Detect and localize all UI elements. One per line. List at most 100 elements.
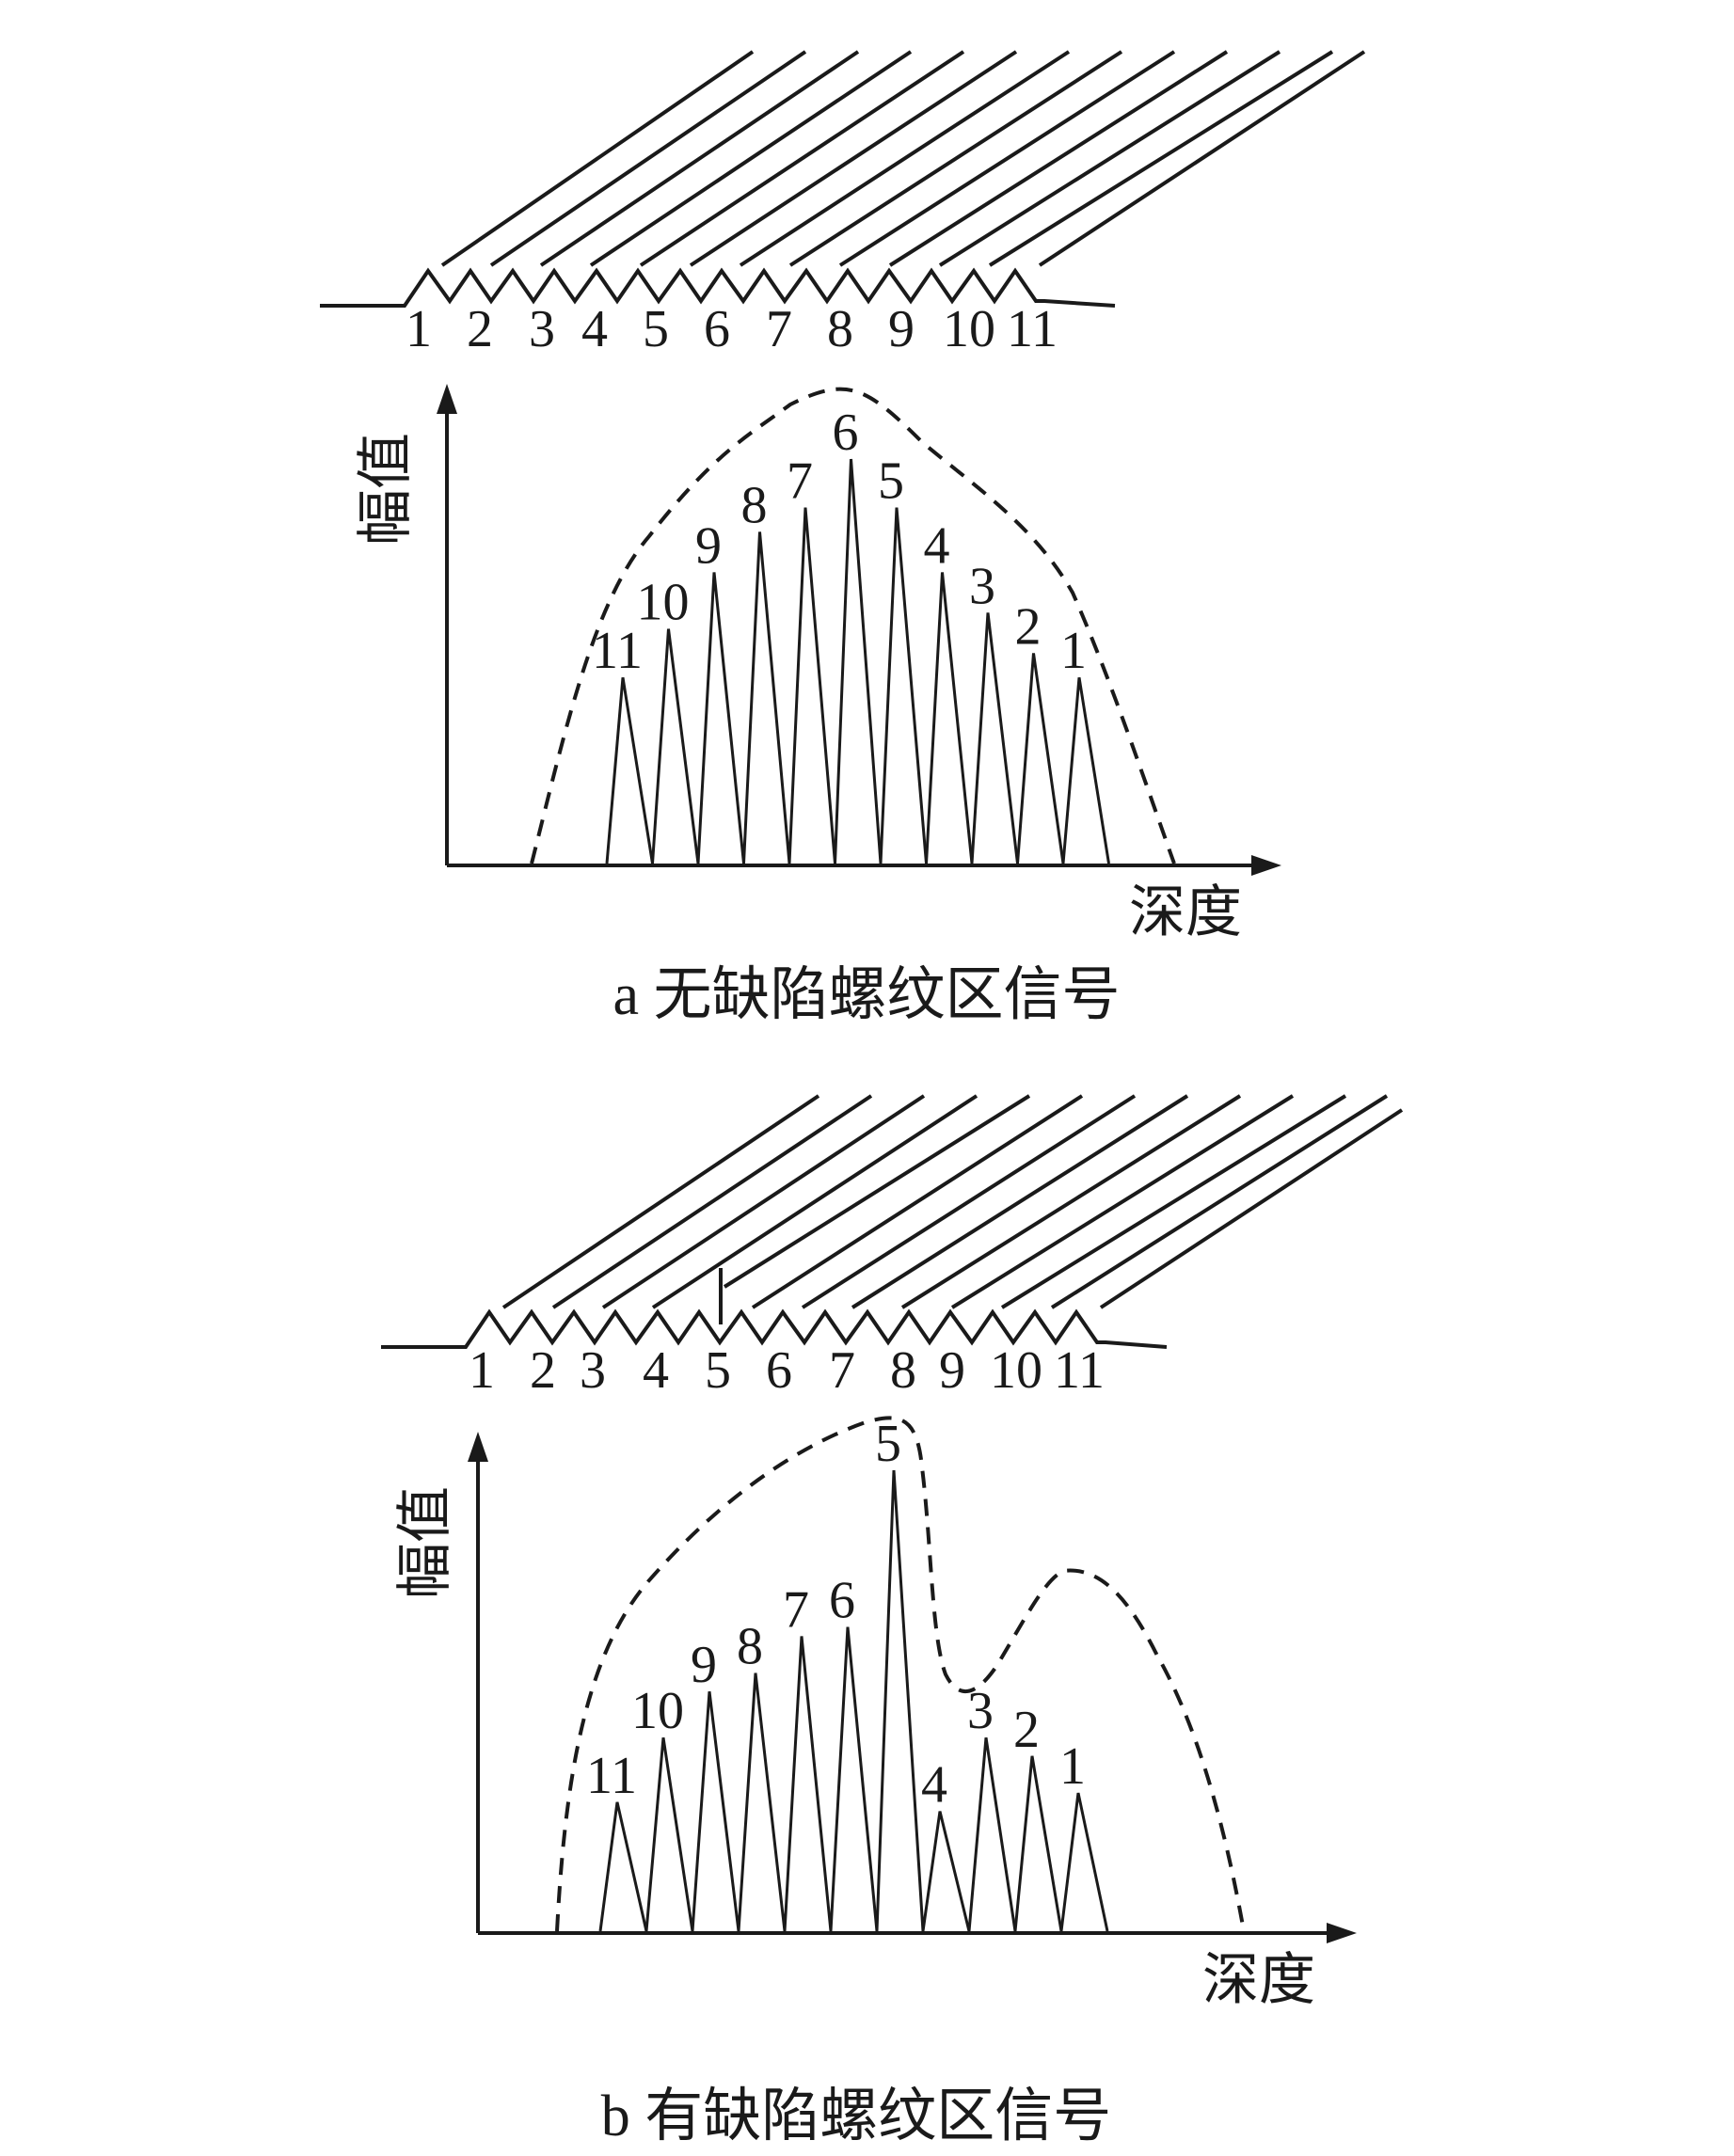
signal-peak bbox=[970, 612, 1019, 864]
thread-slant bbox=[788, 50, 1123, 267]
thread-numbers-b: 1 2 3 4 5 6 7 8 9 10 11 bbox=[469, 1341, 1105, 1400]
thread-number: 11 bbox=[1054, 1341, 1105, 1400]
signal-peak bbox=[691, 1691, 740, 1932]
thread-slant bbox=[589, 50, 913, 267]
thread-number: 6 bbox=[704, 300, 730, 358]
peak-label: 3 bbox=[969, 557, 995, 615]
thread-number: 2 bbox=[467, 300, 493, 358]
peak-label: 11 bbox=[586, 1747, 637, 1805]
thread-number: 8 bbox=[827, 300, 853, 358]
peak-label: 7 bbox=[783, 1580, 809, 1639]
thread-number: 1 bbox=[406, 300, 432, 358]
thread-slant bbox=[888, 50, 1229, 267]
peak-label: 1 bbox=[1060, 622, 1087, 680]
thread-slant bbox=[1000, 1094, 1347, 1309]
thread-slant bbox=[838, 50, 1176, 267]
thread-profile-b: 1 2 3 4 5 6 7 8 9 10 11 bbox=[381, 1094, 1404, 1400]
axes-b: 幅值 深度 bbox=[394, 1432, 1357, 2011]
thread-number: 11 bbox=[1007, 300, 1058, 358]
x-axis-arrow-b bbox=[1327, 1923, 1357, 1943]
signal-peak bbox=[1016, 653, 1065, 864]
signal-peak bbox=[1061, 676, 1110, 864]
thread-slant bbox=[689, 50, 1018, 267]
signal-peak bbox=[1059, 1792, 1109, 1932]
signal-peak bbox=[875, 1469, 925, 1932]
thread-slant bbox=[723, 1094, 1031, 1289]
thread-number: 8 bbox=[890, 1341, 916, 1400]
thread-baseline-b bbox=[381, 1308, 1168, 1349]
thread-baseline-a bbox=[320, 267, 1116, 308]
signal-peak bbox=[783, 1636, 833, 1932]
signal-peak bbox=[829, 1626, 879, 1932]
signal-peak bbox=[1013, 1755, 1063, 1932]
thread-numbers-a: 1 2 3 4 5 6 7 8 9 10 11 bbox=[406, 300, 1058, 358]
thread-number: 10 bbox=[943, 300, 995, 358]
peak-label: 1 bbox=[1059, 1737, 1086, 1796]
thread-slant bbox=[651, 1094, 978, 1309]
envelope-a bbox=[530, 387, 1176, 864]
thread-slants-a bbox=[440, 50, 1366, 267]
peak-label: 5 bbox=[878, 452, 904, 511]
peak-label: 8 bbox=[741, 476, 768, 534]
thread-slant bbox=[1099, 1108, 1404, 1309]
y-axis-label-a: 幅值 bbox=[355, 433, 417, 546]
signal-peak bbox=[925, 572, 974, 864]
thread-number: 9 bbox=[888, 300, 915, 358]
peak-label: 2 bbox=[1013, 1701, 1040, 1759]
thread-slants-b bbox=[501, 1094, 1404, 1309]
x-axis-label-b: 深度 bbox=[1202, 1949, 1315, 2011]
thread-slant bbox=[489, 50, 807, 267]
peak-label: 6 bbox=[829, 1572, 855, 1630]
thread-slant bbox=[938, 50, 1281, 267]
peak-label: 3 bbox=[967, 1682, 994, 1740]
thread-number: 4 bbox=[581, 300, 608, 358]
peak-label: 9 bbox=[691, 1636, 717, 1694]
panel-b: 1 2 3 4 5 6 7 8 9 10 11 幅值 深度 1 bbox=[381, 1094, 1404, 2148]
peak-label: 11 bbox=[592, 622, 643, 680]
thread-number: 2 bbox=[530, 1341, 556, 1400]
thread-number: 5 bbox=[643, 300, 669, 358]
peak-label: 8 bbox=[737, 1618, 763, 1676]
thread-slant bbox=[900, 1094, 1242, 1309]
signal-peak bbox=[644, 1736, 694, 1932]
thread-number: 7 bbox=[766, 300, 792, 358]
thread-slant bbox=[988, 50, 1334, 267]
peak-label: 4 bbox=[921, 1756, 947, 1815]
signal-peak bbox=[967, 1736, 1017, 1932]
peak-label: 7 bbox=[787, 452, 813, 511]
peak-label: 10 bbox=[637, 574, 690, 632]
axes-a: 幅值 深度 bbox=[355, 384, 1281, 943]
peak-label: 10 bbox=[631, 1682, 684, 1740]
y-axis-arrow-b bbox=[468, 1432, 488, 1462]
y-axis-arrow-a bbox=[437, 384, 457, 414]
thread-number: 5 bbox=[705, 1341, 731, 1400]
peak-label: 4 bbox=[924, 516, 950, 575]
thread-slant bbox=[639, 50, 965, 267]
thread-slant bbox=[501, 1094, 820, 1309]
thread-slant bbox=[739, 50, 1071, 267]
thread-slant bbox=[851, 1094, 1189, 1309]
thread-slant bbox=[801, 1094, 1137, 1309]
thread-slant bbox=[950, 1094, 1295, 1309]
signal-peak bbox=[742, 531, 791, 864]
signal-peak bbox=[879, 507, 928, 864]
peak-label: 9 bbox=[695, 516, 722, 575]
thread-profile-a: 1 2 3 4 5 6 7 8 9 10 11 bbox=[320, 50, 1366, 358]
thread-number: 3 bbox=[580, 1341, 606, 1400]
thread-number: 10 bbox=[990, 1341, 1042, 1400]
signal-peak bbox=[696, 572, 745, 864]
thread-slant bbox=[751, 1094, 1084, 1309]
x-axis-label-a: 深度 bbox=[1129, 881, 1242, 943]
signal-peak bbox=[834, 458, 883, 864]
peak-label: 2 bbox=[1015, 597, 1042, 656]
thread-number: 3 bbox=[529, 300, 555, 358]
panel-a: 1 2 3 4 5 6 7 8 9 10 11 幅值 深度 1 bbox=[320, 50, 1366, 1027]
thread-number: 9 bbox=[939, 1341, 965, 1400]
signal-peak bbox=[787, 507, 836, 864]
signal-peak bbox=[605, 676, 654, 864]
thread-number: 6 bbox=[766, 1341, 792, 1400]
thread-slant bbox=[1050, 1094, 1389, 1309]
